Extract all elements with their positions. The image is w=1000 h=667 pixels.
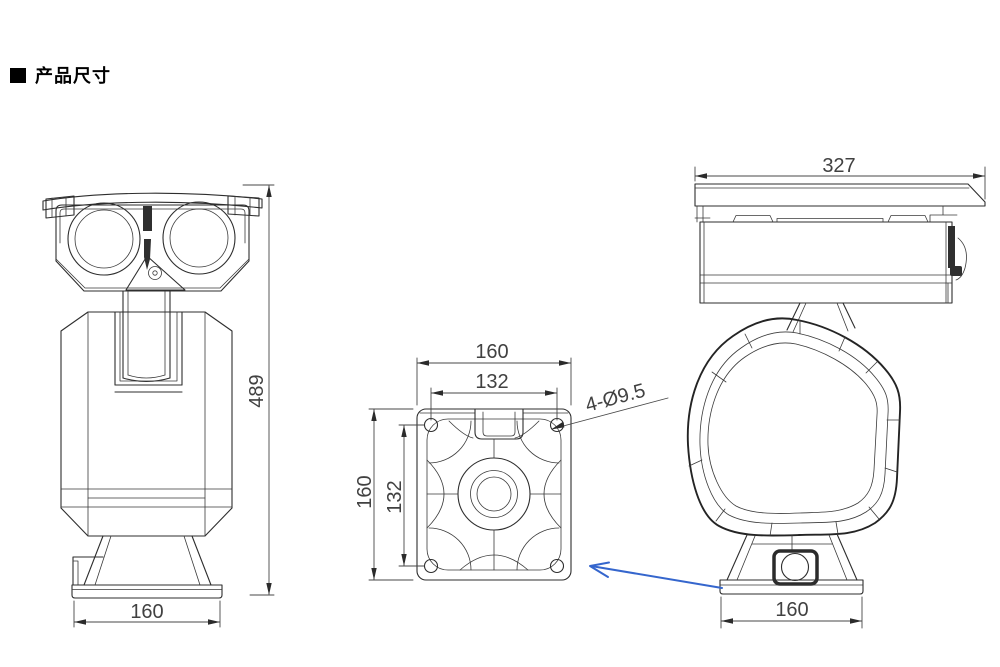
side-view-drawing: 327 160	[686, 155, 986, 629]
dim-plate-width: 160	[475, 341, 508, 363]
blue-pointer-arrow	[589, 561, 723, 589]
dim-plate-hole-note: 4-Ø9.5	[583, 380, 648, 417]
wiper-blade	[143, 206, 152, 270]
dim-plate-hole-pitch-width: 132	[475, 371, 508, 393]
mounting-plate-bottom-view: 160 132 160 132 4-Ø9.5	[354, 341, 669, 581]
dim-plate-height: 160	[354, 475, 376, 508]
black-square-icon	[10, 67, 26, 83]
dim-side-length: 327	[822, 155, 855, 177]
dim-plate-hole-pitch-height: 132	[384, 480, 406, 513]
page-title: 产品尺寸	[35, 66, 111, 86]
dim-front-height: 489	[246, 374, 268, 407]
front-view-drawing: 160 489	[42, 184, 275, 628]
dim-front-base-width: 160	[130, 601, 163, 623]
cable-gland	[772, 549, 819, 586]
section-header: 产品尺寸	[10, 62, 111, 88]
dim-side-base-width: 160	[775, 599, 808, 621]
camera-window	[948, 226, 955, 268]
